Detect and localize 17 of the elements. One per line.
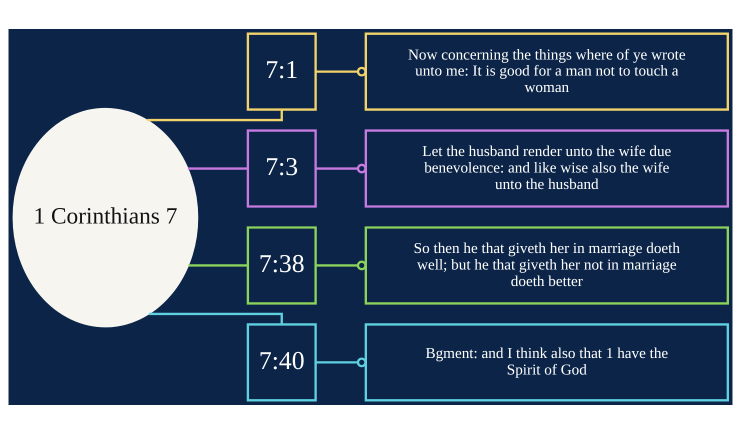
connector (188, 166, 248, 170)
node-ellipse: 1 Corinthians 7 (12, 107, 198, 327)
connector (149, 312, 283, 324)
node-box: 7:3 (246, 128, 317, 208)
connector (316, 356, 367, 367)
node-box: Let the husband render unto the wife due benevolence: and like wise also the wife unto the husband (364, 128, 729, 208)
connector (316, 66, 367, 76)
node-box: 7:40 (246, 322, 317, 401)
connector (188, 264, 248, 266)
connector (316, 163, 367, 173)
connector (147, 109, 283, 121)
connector (316, 260, 367, 270)
node-box: So then he that giveth her in marriage doeth well; but he that giveth her not in marriage doeth better (364, 226, 729, 304)
node-box: Bgment: and I think also that 1 have the Spirit of God (364, 322, 729, 401)
node-box: Now concerning the things where of ye wrote unto me: It is good for a man not to touch a woman (364, 32, 729, 110)
node-box: 7:38 (246, 226, 317, 304)
node-box: 7:1 (246, 32, 317, 110)
